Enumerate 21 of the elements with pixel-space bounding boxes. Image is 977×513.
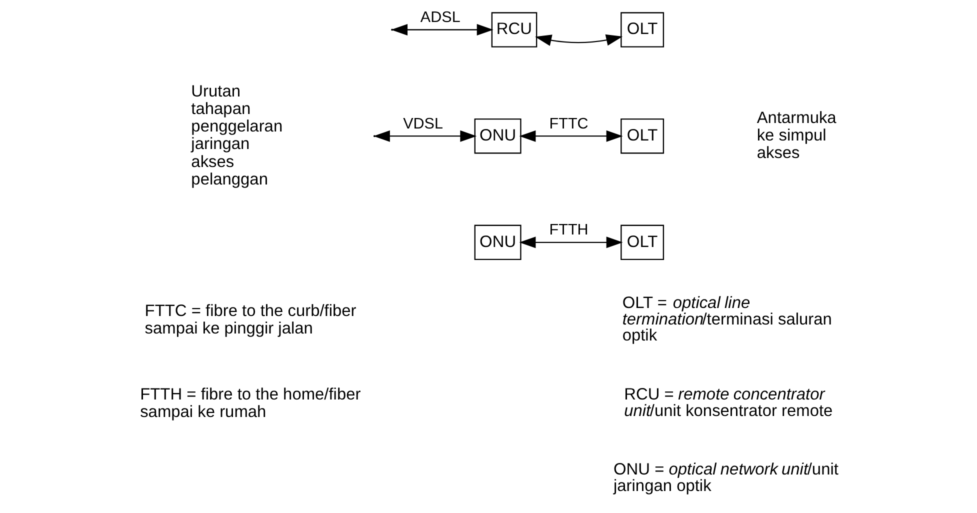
node-box: OLT: [620, 12, 664, 48]
label: FTTC = fibre to the curb/fiber sampai ke pinggir jalan: [144, 302, 356, 338]
label: FTTH = fibre to the home/fiber sampai ke rumah: [140, 385, 360, 422]
label: OLT = optical line termination/terminasi saluran optik: [622, 294, 832, 345]
label: Urutan tahapan penggelaran jaringan akses pelanggan: [190, 82, 282, 188]
label: Antarmuka ke simpul akses: [756, 108, 836, 162]
arrow: [534, 34, 622, 46]
edge-label: ADSL: [420, 9, 460, 26]
arrow: [518, 236, 622, 248]
edge-label: VDSL: [402, 115, 442, 132]
node-box: ONU: [474, 224, 521, 260]
arrow: [518, 130, 622, 142]
arrow: [372, 130, 476, 142]
edge-label: FTTH: [548, 222, 588, 239]
edge-label: FTTC: [548, 115, 588, 132]
node-box: OLT: [620, 118, 664, 154]
label: ONU = optical network unit/unit jaringan optik: [613, 460, 838, 496]
node-box: OLT: [620, 224, 664, 260]
node-box: RCU: [490, 12, 537, 48]
node-box: ONU: [474, 118, 521, 154]
label: RCU = remote concentrator unit/unit konsentrator remote: [624, 385, 832, 420]
